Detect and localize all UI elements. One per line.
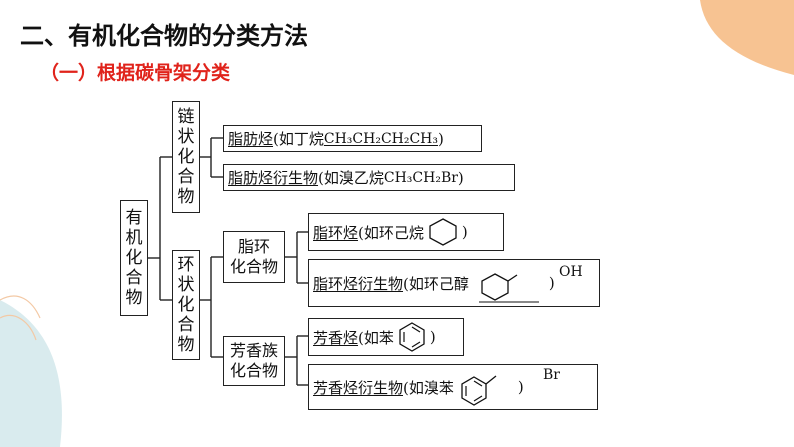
orange-blob-decoration [700, 0, 794, 75]
chain-char: 化 [177, 147, 195, 167]
leaf-decoration [0, 295, 41, 319]
ring-compounds-box: 环 状 化 合 物 [172, 250, 200, 360]
aromatic-derivative-box: 芳香烃衍生物 (如溴苯 Br ) [308, 364, 598, 410]
leaf-name: 脂肪烃衍生物 [228, 169, 319, 187]
leaf-example-open: (如环己烷 [358, 223, 424, 242]
leaf-name: 脂环烃衍生物 [313, 274, 404, 293]
alicyclic-label-line: 脂环 [237, 237, 270, 256]
ring-char: 环 [177, 255, 195, 275]
root-char: 有 [125, 208, 143, 228]
leaf-example-open: (如环己醇 [403, 274, 469, 293]
root-organic-compounds-box: 有 机 化 合 物 [120, 200, 148, 316]
chem-formula: CH₃CH₂Br [383, 169, 458, 186]
leaf-example-open: (如丁烷 [273, 130, 324, 148]
alicyclic-derivative-box: 脂环烃衍生物 (如环己醇 OH ) [308, 259, 600, 307]
ring-char: 化 [177, 295, 195, 315]
teal-blob-decoration [0, 300, 62, 447]
aromatic-compounds-box: 芳香族 化合物 [223, 336, 285, 386]
leaf-example-close: ) [457, 168, 464, 187]
leaf-name: 芳香烃 [313, 328, 359, 347]
aromatic-label-line: 化合物 [229, 361, 278, 380]
ring-char: 状 [177, 275, 195, 295]
root-char: 合 [125, 268, 143, 288]
section-subtitle: （一）根据碳骨架分类 [40, 62, 231, 84]
leaf-example-close: ) [548, 274, 555, 292]
leaf-example-close: ) [429, 328, 436, 346]
chem-formula: CH₃CH₂CH₂CH₃ [323, 130, 439, 147]
substituent-label: OH [559, 264, 583, 280]
alicyclic-hydrocarbon-box: 脂环烃 (如环己烷 ) [308, 213, 504, 251]
leaf-example-open: (如溴苯 [403, 378, 454, 397]
chain-char: 物 [177, 187, 195, 207]
root-char: 物 [125, 288, 143, 308]
alicyclic-compounds-box: 脂环 化合物 [223, 231, 285, 283]
leaf-name: 芳香烃衍生物 [313, 378, 404, 397]
leaf-example-close: ) [438, 129, 444, 148]
leaf-example-close: ) [461, 223, 468, 241]
page-title: 二、有机化合物的分类方法 [20, 22, 308, 50]
ring-char: 物 [177, 335, 195, 355]
bromobenzene-structure-icon [461, 375, 497, 406]
chain-char: 状 [177, 127, 195, 147]
leaf-name: 脂肪烃 [228, 130, 274, 148]
aromatic-label-line: 芳香族 [229, 341, 278, 360]
aliphatic-hydrocarbon-box: 脂肪烃 (如丁烷 CH₃CH₂CH₂CH₃ ) [223, 125, 482, 152]
chain-char: 链 [177, 107, 195, 127]
root-char: 化 [125, 248, 143, 268]
ring-char: 合 [177, 315, 195, 335]
cyclohexanol-structure-icon [478, 273, 539, 303]
chain-char: 合 [177, 167, 195, 187]
alicyclic-label-line: 化合物 [229, 257, 278, 276]
chain-compounds-box: 链 状 化 合 物 [172, 101, 200, 213]
leaf-example-open: (如溴乙烷 [318, 169, 384, 187]
leaf-example-close: ) [517, 378, 524, 396]
cyclohexane-structure-icon [429, 218, 457, 246]
aliphatic-derivative-box: 脂肪烃衍生物 (如溴乙烷 CH₃CH₂Br ) [223, 164, 515, 191]
aromatic-hydrocarbon-box: 芳香烃 (如苯 ) [308, 318, 464, 356]
benzene-structure-icon [399, 322, 425, 352]
substituent-label: Br [543, 367, 560, 383]
leaf-name: 脂环烃 [313, 223, 359, 242]
leaf-example-open: (如苯 [358, 328, 394, 347]
root-char: 机 [125, 228, 143, 248]
